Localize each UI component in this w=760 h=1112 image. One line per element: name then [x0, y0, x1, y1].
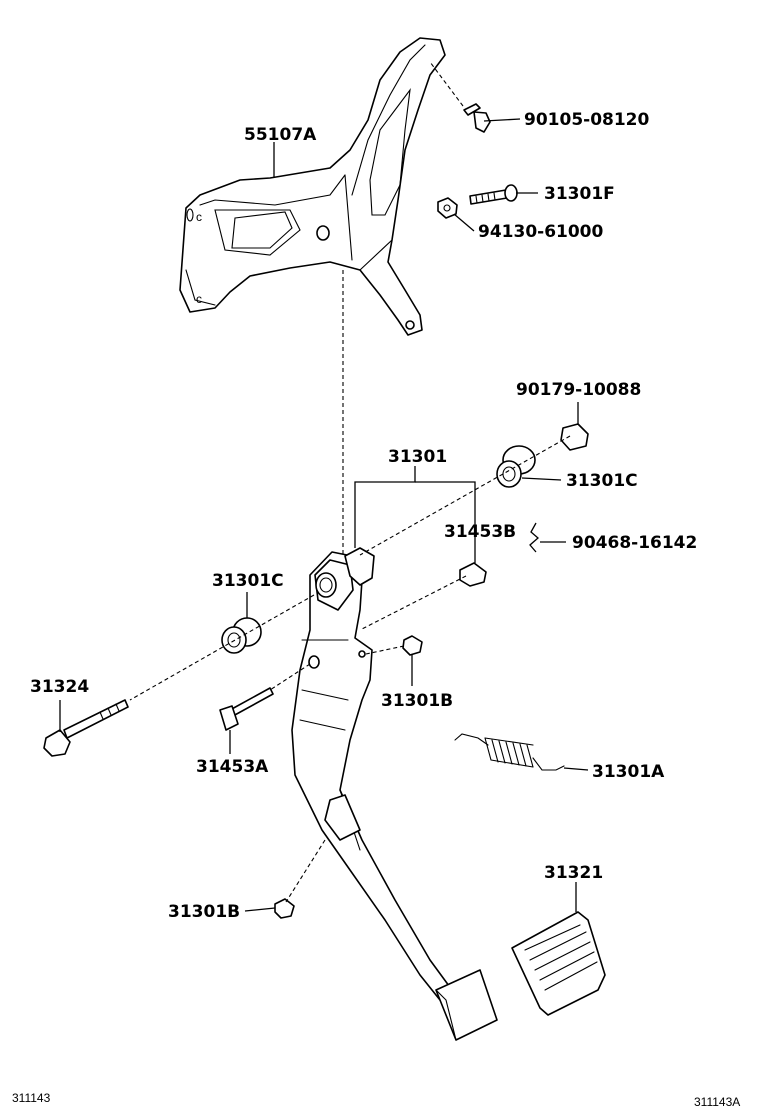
label-55107A: 55107A [244, 125, 317, 145]
label-90105-08120: 90105-08120 [524, 110, 650, 130]
label-31301C-left: 31301C [212, 571, 284, 591]
spring-31301A [454, 733, 565, 771]
pin-31453A [219, 687, 274, 731]
pedal-pad [511, 911, 606, 1016]
label-31324: 31324 [30, 677, 89, 697]
label-31301C-right: 31301C [566, 471, 638, 491]
cushion-mid [402, 635, 423, 656]
svg-text:c: c [196, 210, 202, 224]
cushion-lower [274, 898, 295, 919]
svg-text:c: c [196, 292, 202, 306]
nut-90179 [560, 423, 589, 451]
label-31301F: 31301F [544, 184, 615, 204]
clip-90468 [529, 522, 539, 553]
pedal-lever [291, 547, 498, 1041]
label-31301B-low: 31301B [168, 902, 240, 922]
label-31453B: 31453B [444, 522, 516, 542]
pedal-bracket: c c [179, 37, 446, 336]
label-31453A: 31453A [196, 757, 269, 777]
footer-code-left: 311143 [12, 1091, 51, 1105]
bolt-90105 [429, 61, 491, 133]
bushing-right [496, 445, 536, 488]
bushing-31453B [459, 562, 487, 587]
label-31301A: 31301A [592, 762, 665, 782]
bolt-31324 [43, 699, 129, 757]
label-31301: 31301 [388, 447, 447, 467]
bushing-left [221, 617, 262, 654]
bolt-31301F [469, 184, 518, 205]
nut-94130 [437, 197, 458, 219]
label-31301B-mid: 31301B [381, 691, 453, 711]
label-90468-16142: 90468-16142 [572, 533, 697, 553]
label-90179-10088: 90179-10088 [516, 380, 641, 400]
label-31321: 31321 [544, 863, 603, 883]
label-94130-61000: 94130-61000 [478, 222, 604, 242]
footer-code-right: 311143A [694, 1095, 740, 1109]
